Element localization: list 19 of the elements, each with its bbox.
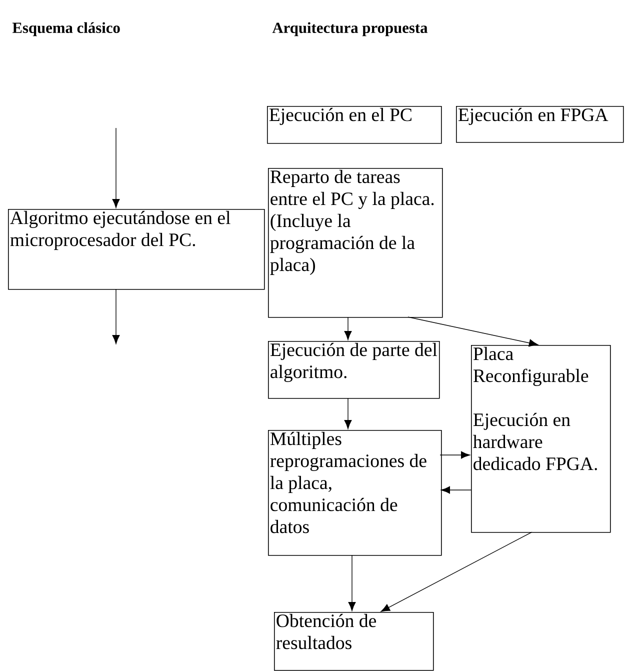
process-box: Ejecución de parte del algoritmo. (268, 341, 440, 399)
arrow (380, 532, 532, 612)
arrow (408, 316, 538, 347)
process-box: Algoritmo ejecutándose en el microprocesador del PC. (8, 209, 265, 290)
arrow (440, 451, 470, 459)
process-box: Reparto de tareas entre el PC y la placa. (Incluye la programación de la placa) (268, 168, 443, 318)
arrow (344, 398, 352, 429)
column-heading: Arquitectura propuesta (272, 22, 428, 36)
arrow (112, 128, 120, 208)
process-box: Obtención de resultados (274, 612, 434, 671)
column-header-box: Ejecución en FPGA (456, 106, 624, 143)
process-box: Múltiples reprogramaciones de la placa, comunicación de datos (268, 430, 442, 556)
arrow (344, 316, 352, 340)
column-header-box: Ejecución en el PC (267, 106, 442, 144)
arrow (112, 288, 120, 344)
process-box: Placa Reconfigurable Ejecución en hardware dedicado FPGA. (471, 345, 611, 533)
column-heading: Esquema clásico (12, 22, 120, 36)
arrow (348, 554, 356, 611)
arrow (441, 486, 472, 494)
